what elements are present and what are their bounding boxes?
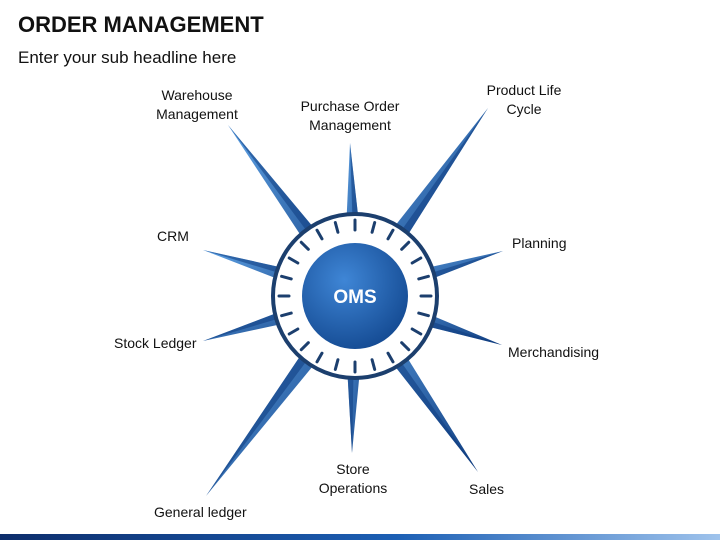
- label-purchase-order-management: Purchase Order Management: [300, 98, 400, 133]
- oms-hub-label: OMS: [333, 287, 377, 308]
- ring-tick: [410, 256, 423, 265]
- page-title: ORDER MANAGEMENT: [18, 12, 264, 37]
- ring-tick: [370, 358, 377, 371]
- ring-tick: [333, 358, 340, 371]
- label-crm: CRM: [157, 228, 189, 244]
- ring-tick: [315, 228, 324, 241]
- label-sales: Sales: [469, 481, 505, 497]
- ring-tick: [287, 327, 300, 336]
- ring-tick: [400, 341, 411, 352]
- ring-tick: [370, 221, 377, 234]
- label-general-ledger: General ledger: [154, 504, 247, 520]
- ring-tick: [417, 274, 430, 281]
- ring-tick: [299, 240, 310, 251]
- ring-tick: [287, 256, 300, 265]
- label-merchandising: Merchandising: [508, 344, 600, 360]
- ring-tick: [315, 351, 324, 364]
- page-subtitle: Enter your sub headline here: [18, 48, 237, 67]
- ring-tick: [417, 311, 430, 318]
- ring-tick: [386, 228, 395, 241]
- label-planning: Planning: [512, 235, 567, 251]
- ring-tick: [280, 274, 293, 281]
- label-store-operations: Store Operations: [318, 461, 388, 496]
- ring-tick: [386, 351, 395, 364]
- bottom-accent-bar: [0, 534, 720, 540]
- oms-hub: [302, 243, 408, 349]
- ring-tick: [299, 341, 310, 352]
- label-stock-ledger: Stock Ledger: [114, 335, 197, 351]
- label-warehouse-management: Warehouse Management: [156, 87, 238, 122]
- ring-tick: [410, 327, 423, 336]
- ring-tick: [333, 221, 340, 234]
- ring-tick: [280, 311, 293, 318]
- ring-tick: [400, 240, 411, 251]
- label-product-life-cycle: Product Life Cycle: [486, 82, 562, 117]
